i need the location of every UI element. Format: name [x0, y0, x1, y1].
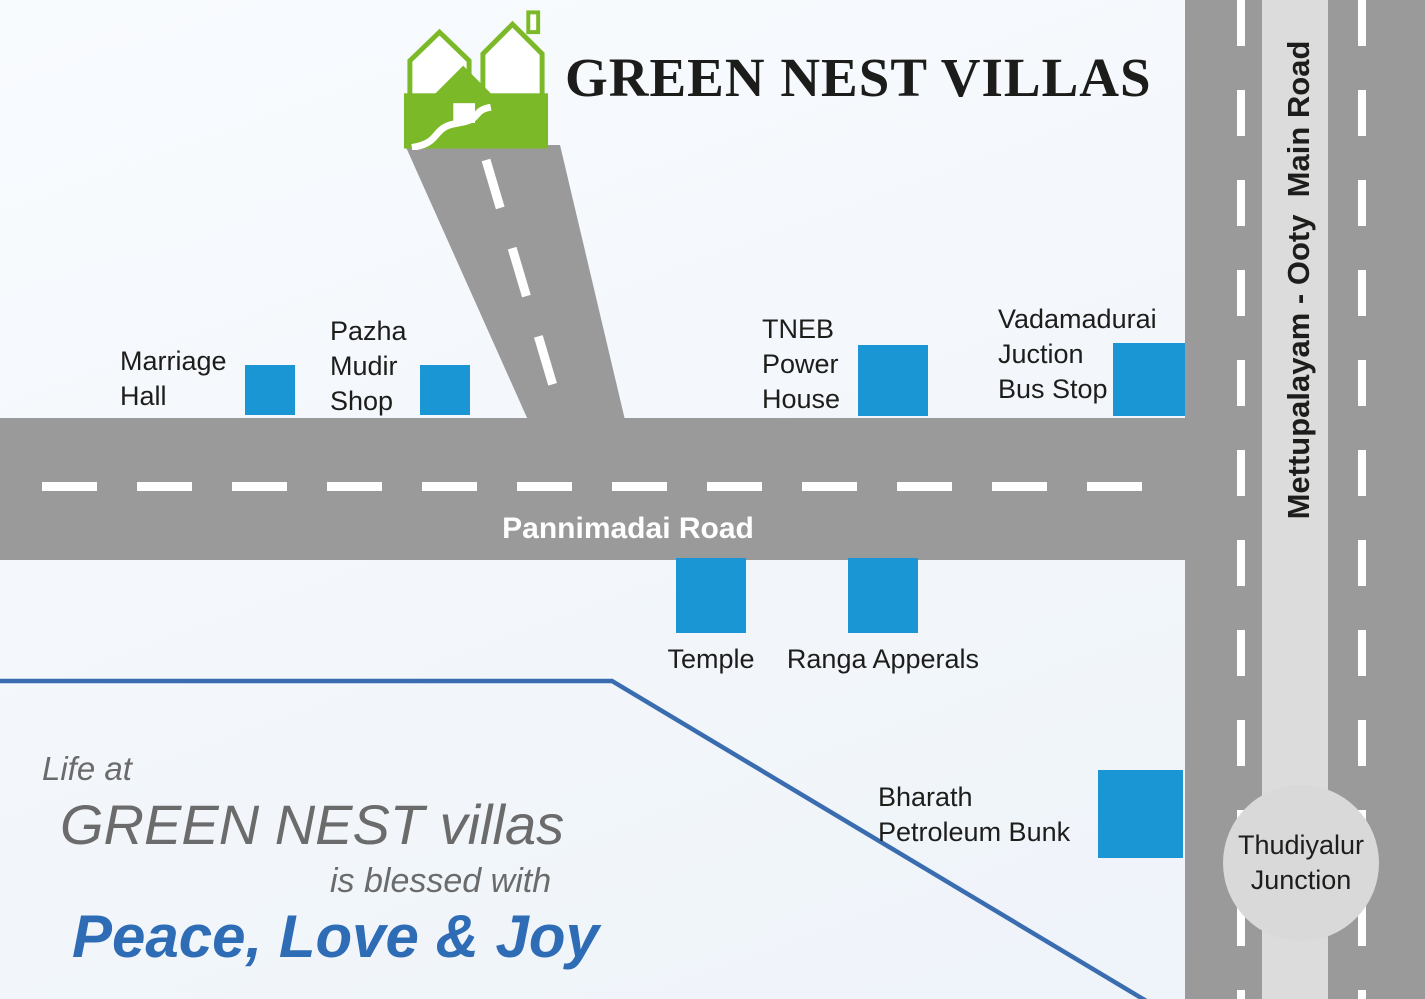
marriage-hall-label: Marriage Hall	[120, 346, 227, 412]
main-road-lane-dashes-left	[1237, 0, 1245, 999]
vadamadurai-bus-stop-label: Vadamadurai Juction Bus Stop	[998, 304, 1157, 405]
green-nest-logo-icon	[403, 10, 549, 150]
access-road-center-line	[481, 158, 567, 418]
main-road-lane-dashes-right	[1358, 0, 1366, 999]
ranga-apperals-label: Ranga Apperals	[786, 644, 980, 674]
main-road-label: Mettupalayam - Ooty Main Road	[1281, 40, 1316, 520]
temple-label: Temple	[667, 644, 755, 674]
tneb-power-house-label: TNEB Power House	[762, 314, 841, 415]
tagline-line-1: Life at	[42, 750, 132, 787]
tneb-power-house-marker	[858, 345, 928, 416]
pazha-mudir-shop-marker	[420, 365, 470, 415]
bharath-petroleum-label: Bharath Petroleum Bunk	[878, 782, 1071, 848]
pannimadai-road-center-dashes	[42, 482, 1152, 491]
tagline-line-2: GREEN NEST villas	[60, 793, 565, 856]
pazha-mudir-shop-label: Pazha Mudir Shop	[330, 316, 407, 417]
thudiyalur-junction: Thudiyalur Junction	[1223, 785, 1379, 941]
bharath-petroleum-marker	[1098, 770, 1183, 858]
brand-title: GREEN NEST VILLAS	[565, 47, 1152, 108]
ranga-apperals-marker	[848, 558, 918, 633]
temple-marker	[676, 558, 746, 633]
vadamadurai-bus-stop-marker	[1113, 343, 1185, 416]
logo-driveway	[411, 103, 492, 150]
blue-accent-line	[0, 678, 1148, 999]
marriage-hall-marker	[245, 365, 295, 415]
pannimadai-road-label: Pannimadai Road	[502, 512, 754, 545]
logo-house-front	[431, 65, 495, 135]
tagline-line-3: is blessed with	[330, 862, 552, 900]
logo-chimney	[526, 10, 541, 35]
tagline-line-4: Peace, Love & Joy	[72, 903, 599, 970]
villas-access-road	[405, 145, 625, 420]
logo-house-outline-right	[480, 20, 545, 100]
thudiyalur-junction-label: Thudiyalur Junction	[1237, 829, 1365, 895]
